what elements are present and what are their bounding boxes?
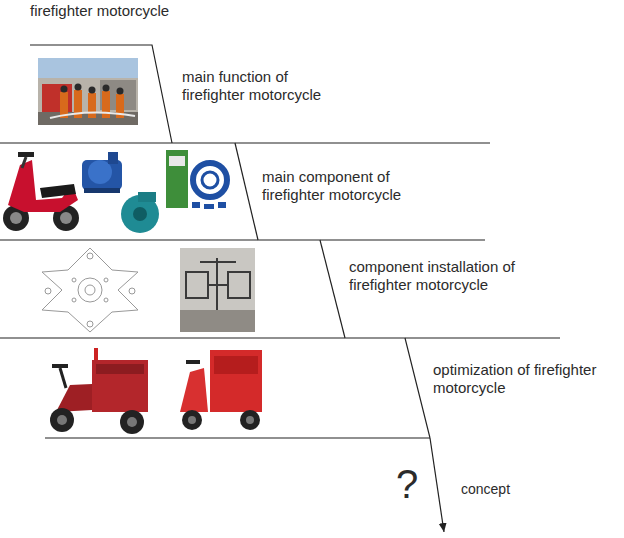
scooter-image [3, 152, 79, 231]
stage-band: main function of firefighter motorcycle [178, 64, 348, 124]
box-scooter-image [180, 350, 262, 430]
pump-image [82, 152, 122, 193]
installation-photo [180, 248, 255, 332]
flow-arrow [430, 438, 444, 532]
bracket-drawing [42, 248, 138, 332]
pump-casing-image [121, 192, 159, 233]
stage-text: optimization of firefighter motorcycle [433, 361, 613, 397]
stage-band: main component of firefighter motorcycle [258, 164, 453, 224]
tricycle-image [50, 348, 148, 434]
hose-image [166, 150, 227, 209]
stage-text: component installation of firefighter mo… [349, 258, 541, 294]
question-mark: ? [396, 462, 418, 506]
stage-text: concept [461, 480, 532, 498]
stage-text: main function of firefighter motorcycle [182, 68, 344, 104]
stage-band: optimization of firefighter motorcycle [427, 355, 619, 438]
stage-text: main component of firefighter motorcycle [262, 168, 449, 204]
firefighter-photo [38, 58, 138, 125]
diagram-title: firefighter motorcycle [30, 2, 169, 19]
stage-band: concept [440, 470, 532, 532]
stage-band: component installation of firefighter mo… [345, 254, 545, 314]
